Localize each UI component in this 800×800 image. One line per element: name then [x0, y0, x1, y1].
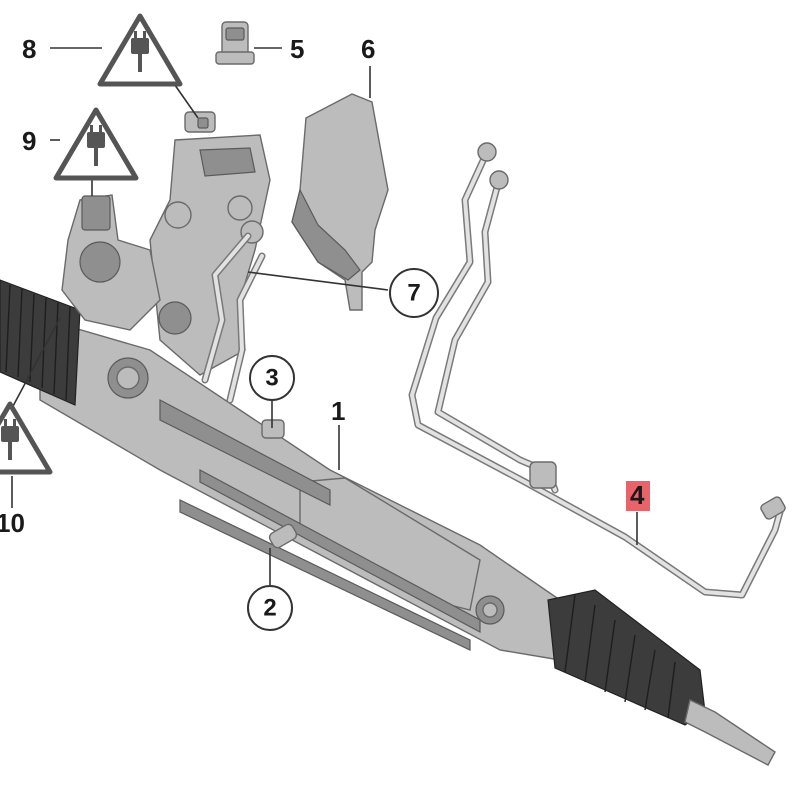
- callout-10-label: 10: [0, 508, 25, 538]
- callout-8-label: 8: [22, 34, 36, 64]
- callout-2-label: 2: [263, 595, 276, 622]
- electrical-warning-icon: [0, 404, 50, 472]
- callout-5-label: 5: [290, 34, 304, 64]
- electrical-warning-icon: [100, 16, 180, 84]
- clip-3: [261, 419, 285, 439]
- valve-body: [149, 134, 271, 404]
- callout-2: 2: [247, 585, 293, 631]
- connector-8: [184, 111, 216, 133]
- parts-illustration: [0, 21, 786, 766]
- callout-1: 1: [331, 396, 345, 426]
- steering-rack-housing-1: [39, 317, 561, 661]
- electrical-warning-icon: [56, 110, 136, 178]
- callout-3: 3: [249, 355, 295, 401]
- left-bellows-boot: [0, 279, 81, 406]
- callout-1-label: 1: [331, 396, 345, 426]
- electric-actuator: [61, 194, 161, 331]
- callout-8: 8: [22, 34, 36, 64]
- clip-2: [268, 523, 298, 549]
- hydraulic-line-4: [408, 142, 786, 599]
- callout-6-label: 6: [361, 34, 375, 64]
- sensor-5: [215, 21, 255, 65]
- callout-3-label: 3: [265, 365, 278, 392]
- callout-4-label: 4: [630, 480, 645, 510]
- right-bellows-boot: [547, 589, 776, 766]
- callout-9: 9: [22, 126, 36, 156]
- callout-4: 4: [626, 480, 650, 511]
- callout-5: 5: [290, 34, 304, 64]
- callout-7: 7: [389, 268, 439, 318]
- callout-6: 6: [361, 34, 375, 64]
- callout-10: 10: [0, 508, 25, 538]
- callout-7-label: 7: [407, 280, 420, 307]
- callout-9-label: 9: [22, 126, 36, 156]
- callout-4-highlight: [626, 481, 650, 511]
